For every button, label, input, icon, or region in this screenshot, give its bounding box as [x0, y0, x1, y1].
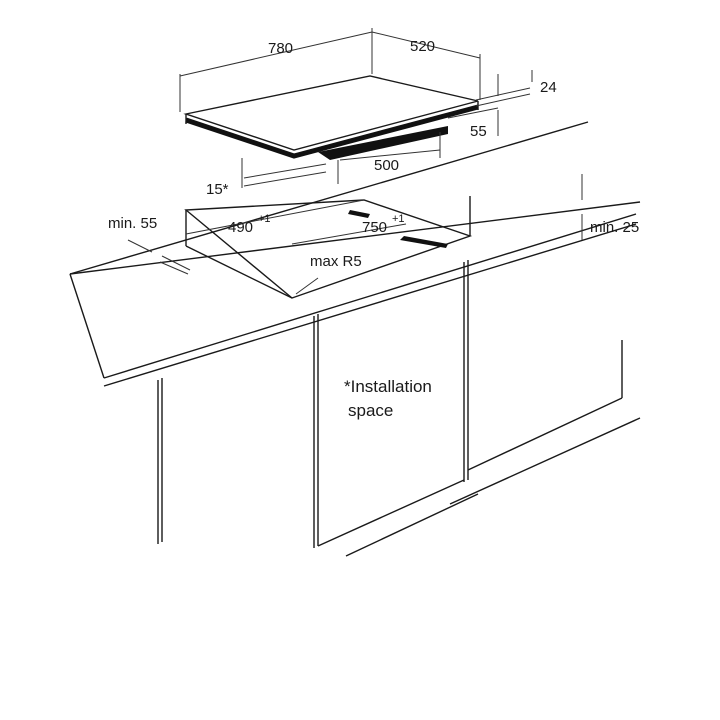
cutout-back-strip — [400, 236, 448, 248]
label-hob-height: 24 — [540, 79, 557, 96]
cutout-outline — [184, 199, 473, 299]
worktop-front-edge — [103, 213, 637, 379]
note-line-2: space — [348, 401, 393, 420]
label-front-clearance: 15* — [206, 181, 229, 198]
hob-underside-box — [318, 126, 448, 160]
dimension-labels: 780 520 24 55 500 15* min. 55 490 +1 750… — [108, 38, 639, 270]
label-hob-height-below: 55 — [470, 123, 487, 140]
label-hob-width: 780 — [268, 40, 293, 57]
cutout — [127, 174, 583, 299]
label-side-min: min. 55 — [108, 215, 157, 232]
hob-dimension-lines — [179, 28, 533, 188]
installation-note: *Installation space — [344, 377, 432, 420]
worktop-front-lower — [103, 223, 637, 387]
label-cutout-depth: 490 — [228, 219, 253, 236]
label-hob-depth: 520 — [410, 38, 435, 55]
note-line-1: *Installation — [344, 377, 432, 396]
label-inset-width: 500 — [374, 157, 399, 174]
worktop — [69, 121, 641, 387]
label-cutout-depth-tol: +1 — [258, 213, 271, 225]
label-cutout-width: 750 — [362, 219, 387, 236]
hob-edge — [185, 104, 479, 159]
label-corner-radius: max R5 — [310, 253, 362, 270]
worktop-top-front — [69, 201, 641, 275]
label-back-min: min. 25 — [590, 219, 639, 236]
cabinet — [157, 260, 641, 557]
hob-top-surface — [183, 75, 479, 151]
worktop-back-edge — [69, 121, 589, 275]
label-cutout-width-tol: +1 — [392, 213, 405, 225]
hob — [183, 75, 479, 160]
